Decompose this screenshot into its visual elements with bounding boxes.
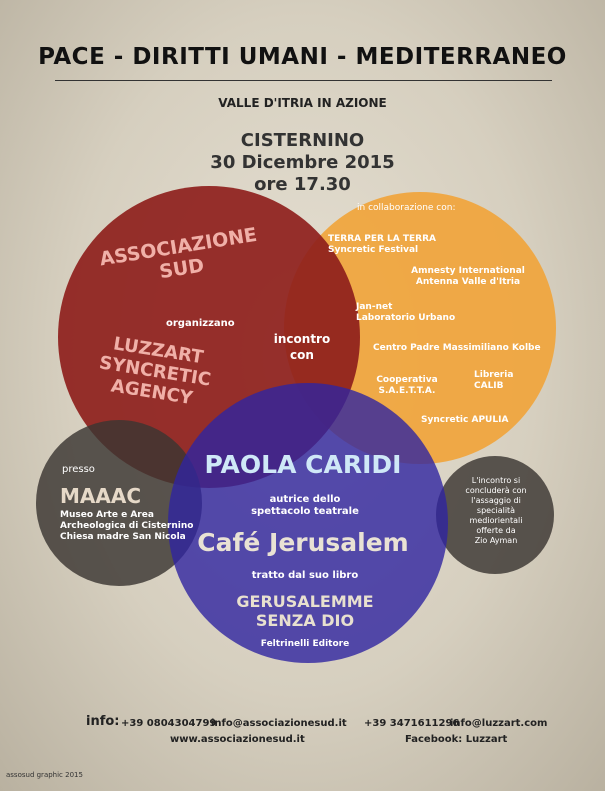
website-1[interactable]: www.associazionesud.it xyxy=(170,734,305,745)
speaker-name: PAOLA CARIDI xyxy=(204,450,402,479)
show-source: tratto dal suo libro xyxy=(251,570,359,581)
collab-kolbe: Centro Padre Massimiliano Kolbe xyxy=(373,343,541,353)
speaker-role: autrice dello spettacolo teatrale xyxy=(251,494,359,517)
collab-syncretic-apulia: Syncretic APULIA xyxy=(421,415,509,425)
collab-heading: in collaborazione con: xyxy=(357,203,456,213)
grey-left-circle xyxy=(36,420,202,586)
closing-note: L'incontro si concluderà con l'assaggio … xyxy=(465,476,527,545)
event-time: ore 17.30 xyxy=(254,174,351,195)
event-date: 30 Dicembre 2015 xyxy=(210,152,395,173)
info-label: info: xyxy=(86,714,120,729)
phone-2: +39 3471611296 xyxy=(364,718,460,729)
title-divider xyxy=(55,80,552,81)
event-city: CISTERNINO xyxy=(240,130,365,151)
publisher: Feltrinelli Editore xyxy=(260,639,350,649)
book-title: GERUSALEMME SENZA DIO xyxy=(236,592,374,630)
venue-details: Museo Arte e Area Archeologica di Cister… xyxy=(60,510,194,542)
poster-title: PACE - DIRITTI UMANI - MEDITERRANEO xyxy=(38,44,567,70)
graphic-credit: assosud graphic 2015 xyxy=(6,771,83,779)
organizers-verb: organizzano xyxy=(166,318,235,329)
email-2[interactable]: info@luzzart.com xyxy=(450,718,548,729)
venue-name: MAAAC xyxy=(60,484,142,508)
incontro-con: incontro con xyxy=(273,332,331,362)
poster-subtitle: VALLE D'ITRIA IN AZIONE xyxy=(218,96,387,110)
facebook-link[interactable]: Facebook: Luzzart xyxy=(405,734,508,745)
venue-presso: presso xyxy=(62,464,95,475)
blue-circle xyxy=(168,383,448,663)
email-1[interactable]: info@associazionesud.it xyxy=(211,718,347,729)
phone-1: +39 0804304799 xyxy=(121,718,217,729)
show-title: Café Jerusalem xyxy=(197,528,409,557)
grey-right-circle xyxy=(436,456,554,574)
